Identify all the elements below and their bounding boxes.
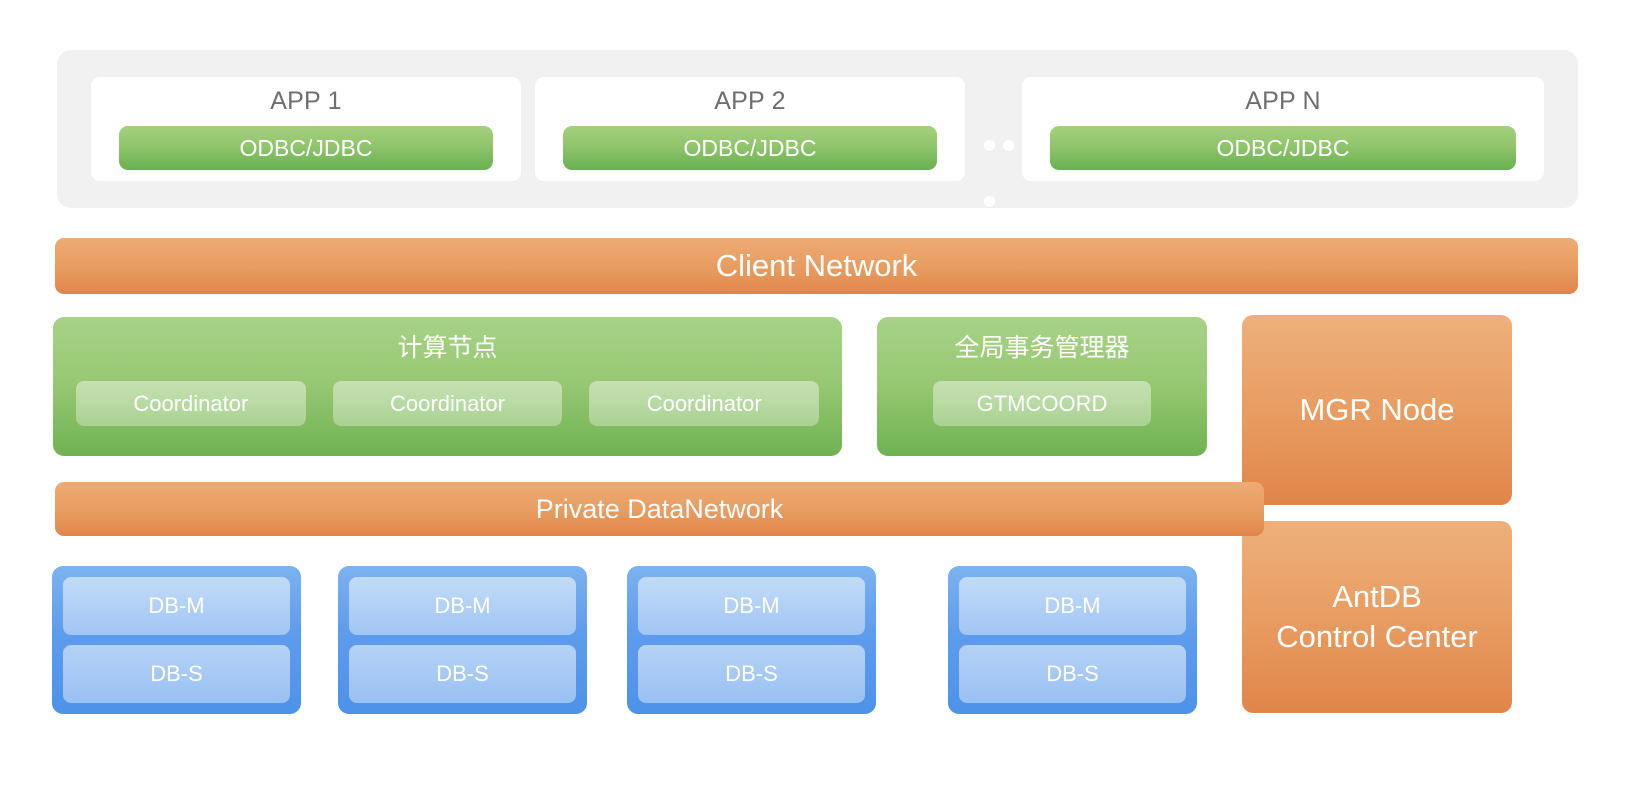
ellipsis-dot-icon — [984, 196, 995, 207]
app-card-1-connector[interactable]: ODBC/JDBC — [119, 126, 493, 170]
global-transaction-manager-panel: 全局事务管理器 GTMCOORD — [877, 317, 1207, 456]
coordinator-chip-3[interactable]: Coordinator — [589, 381, 820, 426]
db-group-1: DB-M DB-S — [52, 566, 301, 714]
db-master-chip[interactable]: DB-M — [959, 577, 1186, 635]
gtm-heading: 全局事务管理器 — [954, 334, 1130, 362]
private-datanetwork-band: Private DataNetwork — [55, 482, 1264, 536]
db-slave-chip[interactable]: DB-S — [63, 645, 290, 703]
ellipsis-dot-icon — [1003, 140, 1014, 151]
app-card-2-connector[interactable]: ODBC/JDBC — [563, 126, 937, 170]
app-card-1[interactable]: APP 1 ODBC/JDBC — [91, 77, 521, 181]
db-group-2: DB-M DB-S — [338, 566, 587, 714]
db-master-chip[interactable]: DB-M — [638, 577, 865, 635]
db-slave-chip[interactable]: DB-S — [638, 645, 865, 703]
app-card-2[interactable]: APP 2 ODBC/JDBC — [535, 77, 965, 181]
ellipsis-dot-icon — [984, 140, 995, 151]
compute-node-heading: 计算节点 — [397, 334, 498, 362]
app-card-2-title: APP 2 — [714, 87, 786, 115]
db-slave-chip[interactable]: DB-S — [959, 645, 1186, 703]
app-card-1-title: APP 1 — [270, 87, 342, 115]
application-layer-container: APP 1 ODBC/JDBC APP 2 ODBC/JDBC APP N OD… — [57, 50, 1578, 208]
coordinator-row: Coordinator Coordinator Coordinator — [53, 361, 842, 426]
compute-node-panel: 计算节点 Coordinator Coordinator Coordinator — [53, 317, 842, 456]
coordinator-chip-2[interactable]: Coordinator — [332, 381, 563, 426]
gtmcoord-chip[interactable]: GTMCOORD — [933, 381, 1151, 426]
app-card-n-connector[interactable]: ODBC/JDBC — [1050, 126, 1516, 170]
db-slave-chip[interactable]: DB-S — [349, 645, 576, 703]
app-card-n[interactable]: APP N ODBC/JDBC — [1022, 77, 1544, 181]
coordinator-chip-1[interactable]: Coordinator — [76, 381, 306, 426]
antdb-control-center-panel[interactable]: AntDB Control Center — [1242, 521, 1512, 713]
db-master-chip[interactable]: DB-M — [349, 577, 576, 635]
app-card-n-title: APP N — [1245, 87, 1321, 115]
db-master-chip[interactable]: DB-M — [63, 577, 290, 635]
db-group-3: DB-M DB-S — [627, 566, 876, 714]
mgr-node-panel[interactable]: MGR Node — [1242, 315, 1512, 505]
gtm-chip-row: GTMCOORD — [877, 361, 1207, 426]
client-network-band: Client Network — [55, 238, 1578, 294]
db-group-4: DB-M DB-S — [948, 566, 1197, 714]
